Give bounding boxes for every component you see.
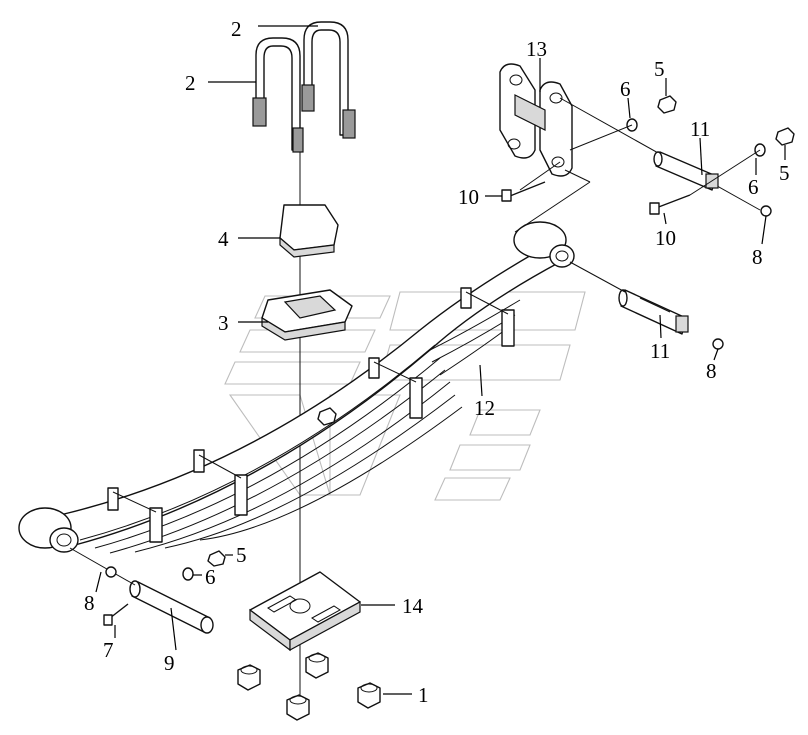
bolt-7 [103,603,129,626]
label-13: 13 [526,37,547,61]
shackle-assembly [499,63,761,233]
leaf-spring-pack [18,221,575,554]
grease-nipple-upper-right [760,205,772,217]
nut-5-left [207,550,226,567]
label-1: 1 [418,683,429,707]
label-2a: 2 [231,17,242,41]
shackle-pin-upper [653,151,719,191]
u-bolt-front [252,37,304,153]
label-3: 3 [218,311,229,335]
axle-seat-plate [249,571,361,652]
bolt-10-right [649,194,691,215]
label-9: 9 [164,651,175,675]
label-5c: 5 [236,543,247,567]
label-2b: 2 [185,71,196,95]
label-6b: 6 [748,175,759,199]
grease-nipple-left [105,566,117,578]
label-5b: 5 [779,161,790,185]
leader-lines [95,25,786,695]
label-7: 7 [103,638,114,662]
label-8b: 8 [752,245,763,269]
bolt-axis-right [689,149,761,196]
grease-nipple-lower-right [712,338,724,350]
part-number-labels: 1 2 2 3 4 5 5 5 6 6 6 7 8 8 8 9 10 10 11… [84,17,790,707]
label-6c: 6 [205,565,216,589]
spring-pad-upper [279,204,339,258]
shackle-pin-lower [569,261,689,335]
nut-5-top [657,95,677,114]
label-10a: 10 [458,185,479,209]
spring-saddle [261,289,353,341]
washer-6-left [182,567,194,581]
label-4: 4 [218,227,229,251]
label-14: 14 [402,594,424,618]
label-8a: 8 [84,591,95,615]
label-10b: 10 [655,226,676,250]
label-11a: 11 [690,117,710,141]
u-bolt-nut-2 [305,652,329,679]
nut-5-right [775,127,795,146]
bolt-axis-top [569,124,633,151]
bolt-10-left [501,181,546,202]
label-12: 12 [474,396,495,420]
u-bolt-nut-1 [237,664,261,691]
u-bolt-rear [301,21,356,139]
u-bolt-nut-3 [286,694,310,721]
u-bolt-nut-4 [357,682,381,709]
label-6a: 6 [620,77,631,101]
spring-eye-pin [69,547,214,634]
label-8c: 8 [706,359,717,383]
label-5a: 5 [654,57,665,81]
label-11b: 11 [650,339,670,363]
